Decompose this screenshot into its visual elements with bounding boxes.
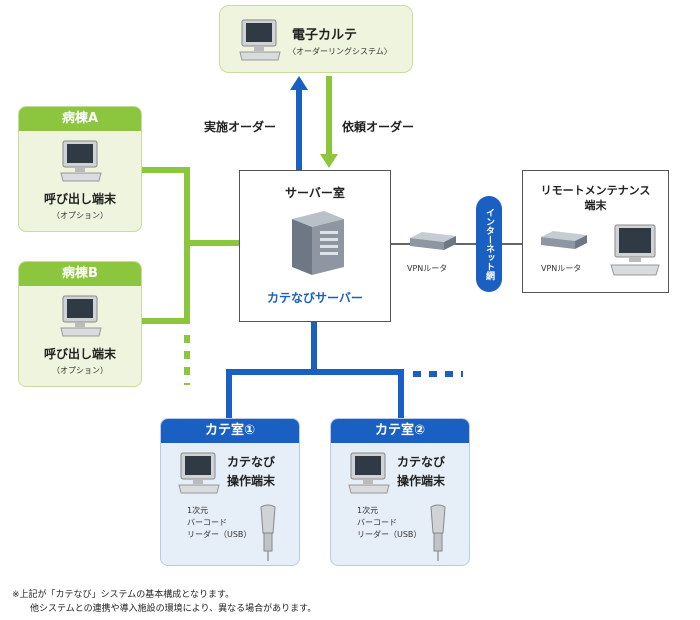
- room1-bc-line3: リーダー（USB）: [187, 530, 252, 539]
- server-room-title: サーバー室: [285, 186, 345, 200]
- cath-room-2-box: カテ室② カテなび 操作端末 1次元 バーコード リーダー（USB）: [330, 418, 470, 566]
- pc-monitor-icon: [239, 19, 281, 61]
- pc-monitor-icon: [178, 452, 220, 494]
- room2-line: [314, 369, 404, 420]
- vpn-router-left-label: VPNルータ: [407, 264, 448, 273]
- room1-barcode-label: 1次元 バーコード リーダー（USB）: [187, 505, 251, 541]
- ward-b-line: [141, 243, 190, 324]
- room2-title: カテ室②: [331, 419, 469, 443]
- room1-title: カテ室①: [161, 419, 299, 443]
- room2-barcode-label: 1次元 バーコード リーダー（USB）: [357, 505, 421, 541]
- pc-monitor-icon: [610, 224, 660, 276]
- room2-operation-terminal: カテなび 操作端末: [397, 453, 445, 491]
- cath-room-1-box: カテ室① カテなび 操作端末 1次元 バーコード リーダー（USB）: [160, 418, 300, 566]
- room2-bc-line1: 1次元: [357, 506, 379, 515]
- room1-op-line2: 操作端末: [227, 474, 276, 488]
- ward-a-line: [141, 167, 239, 246]
- ward-b-note: （オプション）: [52, 366, 108, 375]
- remote-title-line2: 端末: [584, 199, 607, 212]
- server-room-box: サーバー室 カテなびサーバー: [239, 170, 391, 322]
- room1-line: [226, 320, 317, 420]
- room1-op-line1: カテなび: [227, 455, 276, 469]
- ward-a-note: （オプション）: [52, 211, 108, 220]
- ekarte-box: 電子カルテ 〈オーダーリングシステム〉: [219, 5, 413, 73]
- room2-op-line1: カテなび: [397, 455, 446, 469]
- ekarte-title: 電子カルテ: [292, 28, 358, 43]
- vpn-router-icon: [410, 232, 456, 250]
- ward-b-box: 病棟B 呼び出し端末 （オプション）: [18, 261, 142, 387]
- internet-badge: インターネット網: [476, 196, 502, 292]
- ward-b-device: 呼び出し端末: [43, 347, 116, 361]
- server-icon: [292, 211, 344, 275]
- up-arrow-head: [290, 76, 308, 90]
- room2-op-line2: 操作端末: [397, 474, 446, 488]
- pc-monitor-icon: [60, 295, 102, 337]
- ward-b-title: 病棟B: [19, 262, 141, 286]
- remote-title-line1: リモートメンテナンス: [540, 184, 651, 197]
- remote-title: リモートメンテナンス 端末: [523, 183, 668, 213]
- room1-bc-line1: 1次元: [187, 506, 209, 515]
- left-arrow-label: 実施オーダー: [204, 120, 277, 134]
- ward-a-title: 病棟A: [19, 107, 141, 131]
- server-name: カテなびサーバー: [267, 291, 363, 305]
- vpn-router-icon: [541, 231, 587, 249]
- room2-bc-line3: リーダー（USB）: [357, 530, 422, 539]
- barcode-scanner-icon: [430, 504, 446, 561]
- remote-maintenance-box: リモートメンテナンス 端末 VPNルータ: [522, 170, 669, 293]
- room1-bc-line2: バーコード: [187, 518, 227, 527]
- footnote: ※上記が「カテなび」システムの基本構成となります。 他システムとの連携や導入施設…: [12, 588, 316, 616]
- room2-bc-line2: バーコード: [357, 518, 397, 527]
- down-arrow-head: [320, 154, 338, 168]
- footnote-line2: 他システムとの連携や導入施設の環境により、異なる場合があります。: [30, 604, 317, 614]
- vpn-router-right-label: VPNルータ: [541, 264, 582, 273]
- right-arrow-label: 依頼オーダー: [342, 120, 415, 134]
- pc-monitor-icon: [60, 140, 102, 182]
- ekarte-subtitle: 〈オーダーリングシステム〉: [288, 47, 392, 56]
- footnote-line1: ※上記が「カテなび」システムの基本構成となります。: [12, 590, 235, 600]
- ward-a-device: 呼び出し端末: [43, 192, 116, 206]
- room1-operation-terminal: カテなび 操作端末: [227, 453, 275, 491]
- pc-monitor-icon: [348, 452, 390, 494]
- barcode-scanner-icon: [260, 504, 276, 561]
- ward-a-box: 病棟A 呼び出し端末 （オプション）: [18, 106, 142, 232]
